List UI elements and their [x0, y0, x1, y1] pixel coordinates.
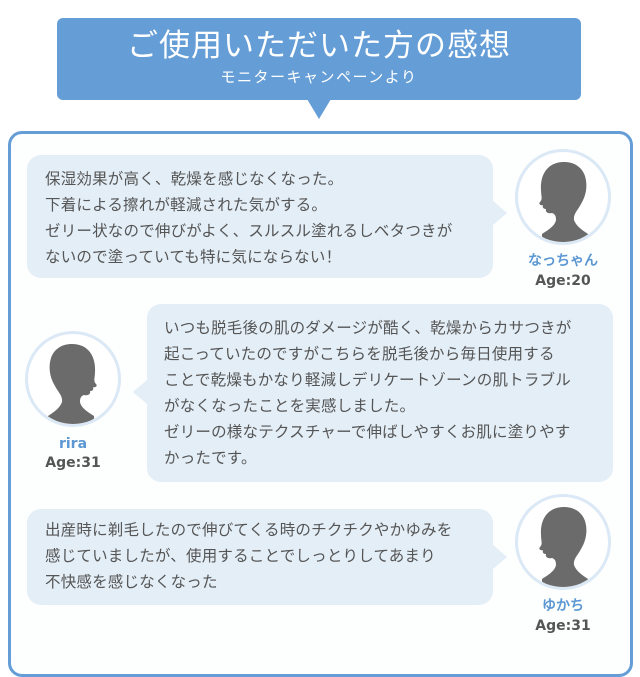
bubble-tail: [133, 380, 147, 404]
avatar: [515, 494, 611, 590]
testimonial-bubble: いつも脱毛後の肌のダメージが酷く、乾燥からカサつきが 起こっていたのですがこちら…: [147, 304, 613, 482]
testimonial-text-line: いつも脱毛後の肌のダメージが酷く、乾燥からカサつきが: [164, 319, 572, 337]
reviewer-name: rira: [58, 436, 88, 452]
testimonial-text-line: 感じていましたが、使用することでしっとりしてあまり: [45, 547, 436, 565]
testimonial-text-line: 保湿効果が高く、乾燥を感じなくなった。: [45, 170, 344, 188]
testimonial-text-line: ことで乾燥もかなり軽減しデリケートゾーンの肌トラブル: [164, 371, 571, 389]
testimonial-text-line: 下着による擦れが軽減された気がする。: [45, 196, 328, 214]
bubble-tail: [493, 201, 507, 225]
reviewer-age: Age:31: [45, 455, 101, 471]
testimonial-bubble: 出産時に剃毛したので伸びてくる時のチクチクやかゆみを 感じていましたが、使用する…: [27, 509, 493, 605]
reviewer-name: なっちゃん: [528, 253, 598, 269]
testimonial-text-line: かったです。: [164, 449, 257, 467]
testimonial-text-line: ゼリーの様なテクスチャーで伸ばしやすくお肌に塗りやす: [164, 423, 571, 441]
woman-silhouette-icon: [48, 344, 97, 424]
testimonial-text-line: 出産時に剃毛したので伸びてくる時のチクチクやかゆみを: [45, 521, 453, 539]
reviewer-age: Age:31: [535, 618, 591, 634]
bubble-tail: [493, 545, 507, 569]
avatar: [25, 331, 121, 427]
woman-silhouette-icon: [539, 162, 588, 242]
header-banner: ご使用いただいた方の感想 モニターキャンペーンより: [57, 18, 581, 100]
header-pointer-arrow: [307, 99, 331, 119]
page-title: ご使用いただいた方の感想: [127, 28, 511, 64]
reviewer-age: Age:20: [535, 273, 591, 289]
reviewer-name: ゆかち: [542, 598, 584, 614]
page-subtitle: モニターキャンペーンより: [220, 68, 418, 86]
testimonial-text-line: 不快感を感じなくなった: [45, 573, 218, 591]
testimonial-bubble: 保湿効果が高く、乾燥を感じなくなった。 下着による擦れが軽減された気がする。 ゼ…: [27, 155, 493, 278]
woman-silhouette-icon: [539, 507, 588, 587]
testimonial-text-line: ゼリー状なので伸びがよく、スルスル塗れるしベタつきが: [45, 222, 453, 240]
testimonial-text-line: ないので塗っていても特に気にならない！: [45, 248, 342, 266]
testimonial-text-line: 起こっていたのですがこちらを脱毛後から毎日使用する: [164, 345, 555, 363]
avatar: [515, 149, 611, 245]
testimonial-text-line: がなくなったことを実感しました。: [164, 397, 416, 415]
